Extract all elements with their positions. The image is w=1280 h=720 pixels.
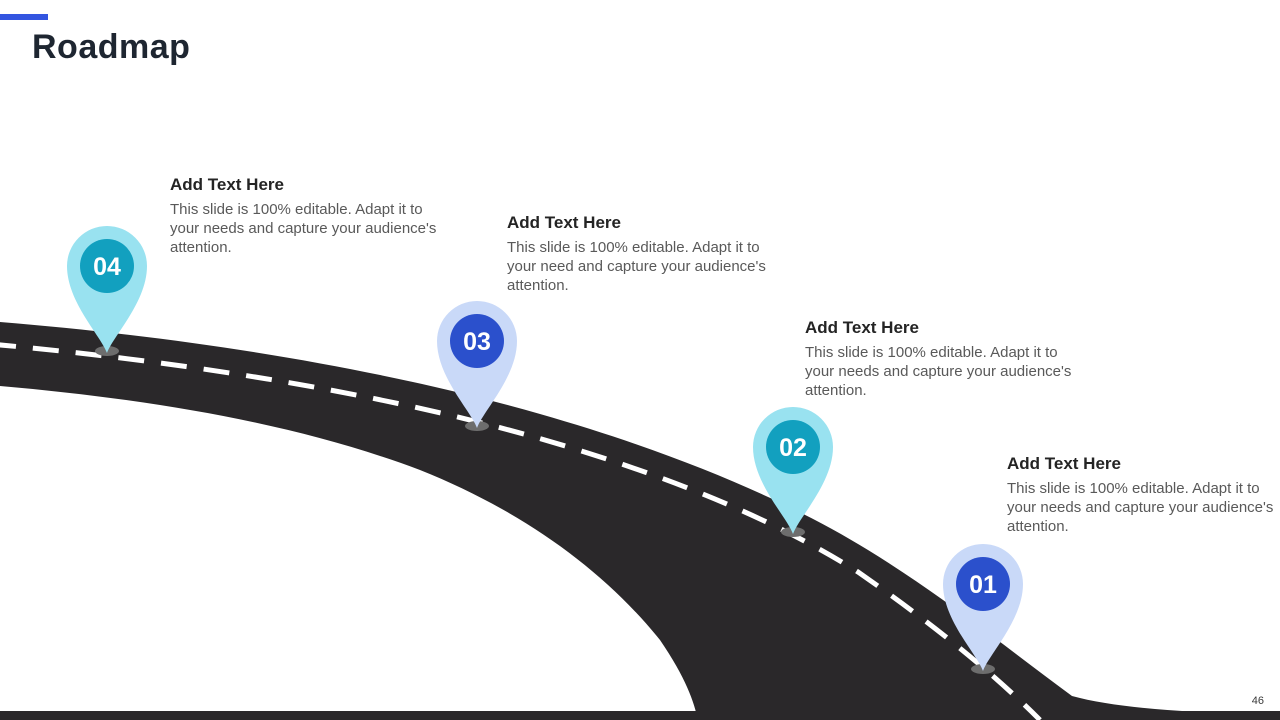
road-shape [0,322,1250,720]
milestone-pin-02: 02 [743,401,843,541]
milestone-pin-01: 01 [933,538,1033,678]
pin-circle [956,557,1010,611]
pin-circle [450,314,504,368]
page-number: 46 [1251,695,1264,707]
title-accent-bar [0,14,48,20]
pin-circle [766,420,820,474]
milestone-note-02: Add Text Here This slide is 100% editabl… [805,318,1073,400]
page-title: Roadmap [32,28,191,66]
pin-number: 03 [463,328,491,356]
road-dashed-line [0,342,1042,720]
note-body: This slide is 100% editable. Adapt it to… [805,344,1072,400]
milestone-note-03: Add Text Here This slide is 100% editabl… [507,213,775,295]
milestone-pin-03: 03 [427,295,527,435]
note-heading: Add Text Here [507,213,621,232]
pin-circle [80,239,134,293]
note-body: This slide is 100% editable. Adapt it to… [1007,480,1274,536]
ground-strip [0,711,1280,720]
milestone-note-01: Add Text Here This slide is 100% editabl… [1007,454,1275,536]
milestone-note-04: Add Text Here This slide is 100% editabl… [170,175,438,257]
note-heading: Add Text Here [170,175,284,194]
note-body: This slide is 100% editable. Adapt it to… [507,239,766,295]
note-heading: Add Text Here [805,318,919,337]
pin-number: 01 [969,571,997,599]
note-heading: Add Text Here [1007,454,1121,473]
milestone-pin-04: 04 [57,220,157,360]
pin-number: 02 [779,434,807,462]
note-body: This slide is 100% editable. Adapt it to… [170,201,437,257]
pin-number: 04 [93,253,121,281]
